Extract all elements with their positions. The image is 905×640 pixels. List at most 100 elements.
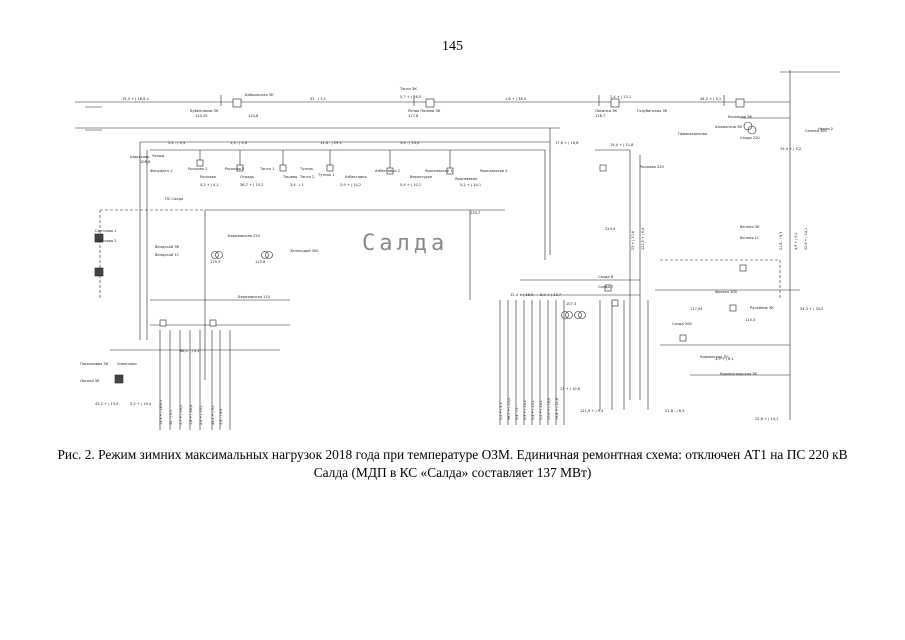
equipment-dark-2 [114,374,124,384]
equipment-box-1 [209,319,217,327]
substation-label-34: Березовская 110 [238,295,271,299]
flow-label-19: 6,2 + j 14,7 [540,293,561,297]
substation-label-22: Тагил 1 [259,167,274,171]
flow-label-3: 1,8 + j 36,4 [505,97,527,101]
transformer-2-b [565,311,573,319]
substation-label-31: Вендскай 1С [155,253,180,257]
flow-label-2: 5,7 + j 16,5 [400,95,421,99]
diagram-lines [75,70,840,430]
voltage-label-11: 115,0 [745,318,756,322]
substation-label-3: Ясная Поляна ЗК [408,109,441,113]
flow-label-10: 5,2 + j 4,1 [200,183,219,187]
feeder-label-right-1: 121,9 + j 9,4 [641,228,645,250]
substation-label-1: Бобыльская ЗК [245,93,274,97]
flow-label-16: 17,6 + j 16,6 [555,141,579,145]
substation-label-41: Лесная ЗК [80,379,100,383]
flow-label-25: 54,3 + j 34,5 [800,307,823,311]
feeder-label-right-3: 4,9 + j 6,1 [794,232,798,250]
substation-label-0: Бубенников ЗК [190,109,219,113]
feeder-label-center-7: 19,4 + j 11,8 [555,398,559,420]
flow-label-12: 3,4 - j 1 [290,183,304,187]
substation-symbol-top-0 [232,98,242,108]
substation-label-15: Тешево [282,175,297,179]
bus-box-5 [446,167,454,175]
flow-label-4: 2,4 + j 13,1 [610,95,631,99]
transformer-3-a [574,311,582,319]
flow-label-13: 2,9 + j 14,2 [340,183,361,187]
substation-label-40: Поселковая ЗК [80,362,109,366]
flow-label-22: 21,8 - j 6,3 [665,409,684,413]
substation-label-2: Тагил ЗК [399,87,417,91]
feeder-label-left-5: 44,2 + j 3,1 [211,405,215,425]
flow-label-18: 12,4 + j 16,9 [510,293,534,297]
flow-label-15: 5,2 + j 14,1 [460,183,481,187]
equipment-box-4 [611,299,619,307]
voltage-label-10: 117,04 [690,307,703,311]
voltage-label-1: 110,6 [248,114,259,118]
feeder-label-left-6: 5,4 - j 4,3 [219,409,223,425]
flow-label-21: 121,9 + j 9,4 [580,409,604,413]
flow-label-20: 23 + j 10,6 [560,387,581,391]
substation-label-47: Вечная 1С [740,236,760,240]
feeder-label-right-0: 23 + j 10,6 [631,231,635,250]
substation-label-4: Лосинки ЗК [595,109,618,113]
equipment-box-3 [604,284,612,292]
transformer-right-2 [747,125,757,135]
substation-symbol-top-3 [735,98,745,108]
voltage-label-7: 107,3 [566,302,576,306]
substation-label-19: Ярославкое [455,177,478,181]
substation-symbol-top-1 [425,98,435,108]
substation-label-35: ПС Салда [165,197,183,201]
substation-label-18: Верхотурье [410,175,433,179]
flow-label-5: 44,2 + j 3,1 [700,97,721,101]
voltage-label-8: 220,7 [470,211,480,215]
feeder-label-left-1: 32 - j 3,1 [169,410,173,425]
substation-label-12: Фогрфатн 2 [150,169,173,173]
substation-label-20: Рычкова 1 [188,167,207,171]
feeder-label-center-5: 5,2 + j 14,1 [539,400,543,420]
transformer-1-a [261,251,269,259]
feeder-label-right-4: 22,6 + j 14,1 [804,228,808,250]
feeder-label-left-2: 5,7 + j 16,5 [179,405,183,425]
feeder-label-left-4: 2,4 + j 13,1 [199,405,203,425]
flow-label-23: 4,9 + j 6,1 [715,357,734,361]
feeder-label-right-2: 21,8 - j 6,3 [779,232,783,250]
transformer-3-b [578,311,586,319]
substation-label-25: Азбестовка 2 [375,169,400,173]
flow-label-27: 43,2 + j 13,9 [95,402,119,406]
diagram-nodes [94,98,757,384]
substation-label-21: Рычкова 2 [225,167,244,171]
feeder-label-center-2: 3,4 - j 1 [515,407,519,420]
voltage-label-2: 117,8 [408,114,419,118]
equipment-dark-1 [94,267,104,277]
substation-label-13: Рычкова [200,175,216,179]
substation-label-24: Тутонь 1 [317,173,335,177]
equipment-box-0 [159,319,167,327]
substation-label-5: Голубинская ЗК [637,109,668,113]
flow-label-28: 5,2 + j 19,4 [130,402,152,406]
voltage-label-4: 108,8 [140,160,151,164]
substation-label-49: Ханжагачи ЗК [715,125,742,129]
substation-label-11: Шираково [130,155,149,159]
voltage-label-5: 119,5 [210,260,220,264]
substation-label-10: Ченцы [152,154,164,158]
feeder-label-left-3: 1,8 + j 36,4 [189,405,193,425]
flow-label-1: 32 - j 3,1 [310,97,326,101]
equipment-box-2 [599,164,607,172]
equipment-box-7 [739,264,747,272]
diagram-watermark-label: Салда [362,231,448,256]
flow-label-14: 5,4 + j 10,1 [400,183,421,187]
substation-label-6: Качканар ЗК [728,115,753,119]
equipment-dark-0 [94,233,104,243]
flow-label-11: 38,7 + j 10,2 [240,183,263,187]
substation-label-37: Салда 7 [598,285,613,289]
flow-label-24: 22,6 + j 14,1 [755,417,778,421]
substation-label-28: Сантлара 1 [95,229,117,233]
substation-label-36: Салда 6 [598,275,614,279]
feeder-label-center-3: 2,9 + j 14,2 [523,400,527,420]
voltage-label-0: 110,25 [195,114,208,118]
substation-label-38: Салда 208 [672,322,692,326]
feeder-label-center-6: 17,6 + j 16,6 [547,398,551,420]
voltage-label-3: 116,7 [595,114,605,118]
